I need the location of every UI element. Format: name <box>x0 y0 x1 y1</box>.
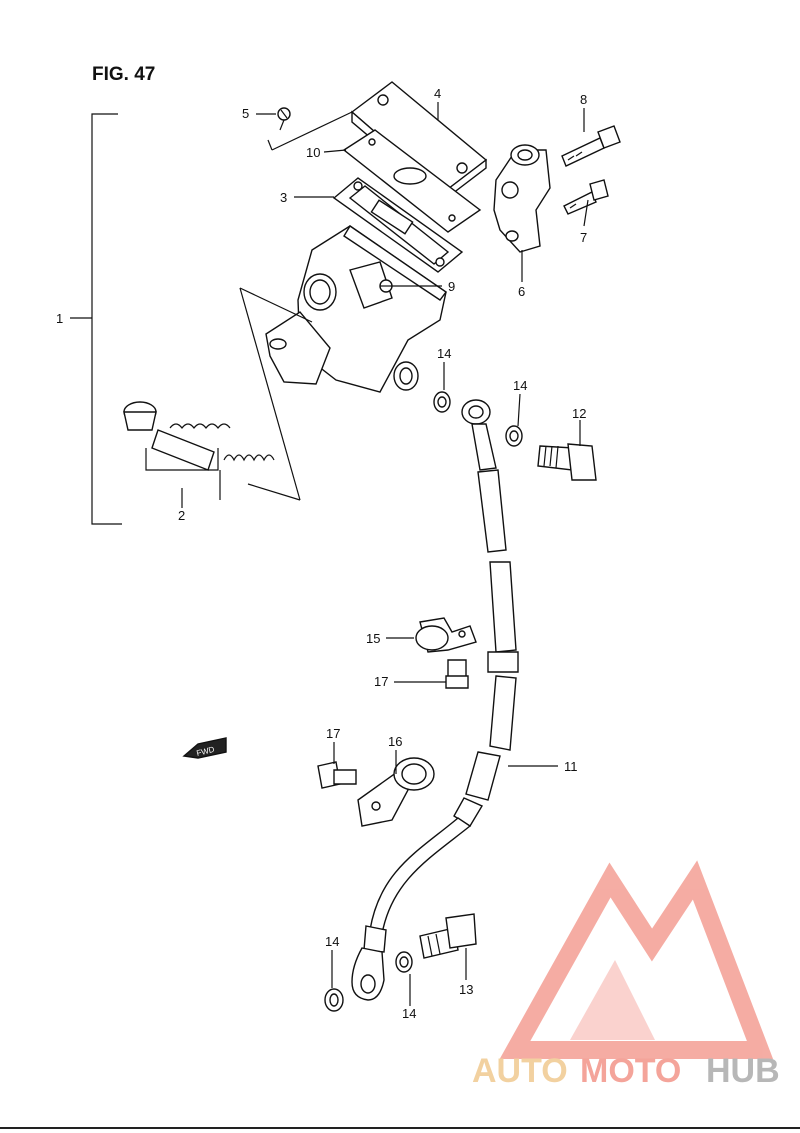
leader-lines <box>181 102 589 1006</box>
callout-7: 7 <box>580 230 587 245</box>
guide-line-base <box>247 483 301 501</box>
banjo-bolt-13 <box>419 913 477 959</box>
callout-14-bottom: 14 <box>402 1006 416 1021</box>
banjo-bolt-12 <box>537 443 597 481</box>
fwd-label: FWD <box>196 745 216 758</box>
watermark-text-hub: HUB <box>706 1052 780 1090</box>
cap-screw-guide-end <box>267 139 273 151</box>
fwd-arrow: FWD <box>182 737 227 759</box>
handlebar-clamp <box>493 144 551 253</box>
screw-5 <box>277 107 291 131</box>
callout-17-upper: 17 <box>374 674 388 689</box>
guide-line-lower <box>239 287 301 501</box>
clamp-bolt-8 <box>561 125 621 167</box>
callout-6: 6 <box>518 284 525 299</box>
bleeder-9 <box>379 279 393 293</box>
callout-1: 1 <box>56 311 63 326</box>
bolt-17-upper <box>445 659 469 689</box>
callout-14-mid: 14 <box>513 378 527 393</box>
callout-4: 4 <box>434 86 441 101</box>
callout-16: 16 <box>388 734 402 749</box>
callout-15: 15 <box>366 631 380 646</box>
cap-screw-guide <box>271 111 353 151</box>
hose-clamp-15 <box>415 617 477 653</box>
figure-title: FIG. 47 <box>92 64 155 85</box>
bolt-17-lower <box>317 761 357 789</box>
callout-14-upper: 14 <box>437 346 451 361</box>
washer-14-bolt13 <box>395 951 413 973</box>
clamp-bolt-7 <box>563 179 609 215</box>
washer-14-mid <box>505 425 523 447</box>
watermark-text-auto: AUTO <box>472 1052 568 1090</box>
washer-14-bottom <box>324 988 344 1012</box>
assembly-bracket <box>70 113 122 525</box>
callout-10: 10 <box>306 145 320 160</box>
piston-assembly <box>123 401 275 500</box>
diaphragm-plate <box>342 129 482 233</box>
callout-9: 9 <box>448 279 455 294</box>
callout-12: 12 <box>572 406 586 421</box>
callout-17-lower: 17 <box>326 726 340 741</box>
callout-5: 5 <box>242 106 249 121</box>
callout-11: 11 <box>564 759 578 774</box>
master-cylinder-body <box>265 225 447 393</box>
hose-bracket-16 <box>357 757 435 827</box>
callout-13: 13 <box>459 982 473 997</box>
watermark-logo <box>499 860 774 1059</box>
watermark-text-moto: MOTO <box>580 1052 681 1090</box>
brake-hose <box>351 399 519 1001</box>
callout-2: 2 <box>178 508 185 523</box>
washer-14-upper <box>433 391 451 413</box>
guide-line-upper <box>239 287 313 323</box>
callout-8: 8 <box>580 92 587 107</box>
diaphragm <box>332 177 464 273</box>
callout-14-left: 14 <box>325 934 339 949</box>
callout-3: 3 <box>280 190 287 205</box>
